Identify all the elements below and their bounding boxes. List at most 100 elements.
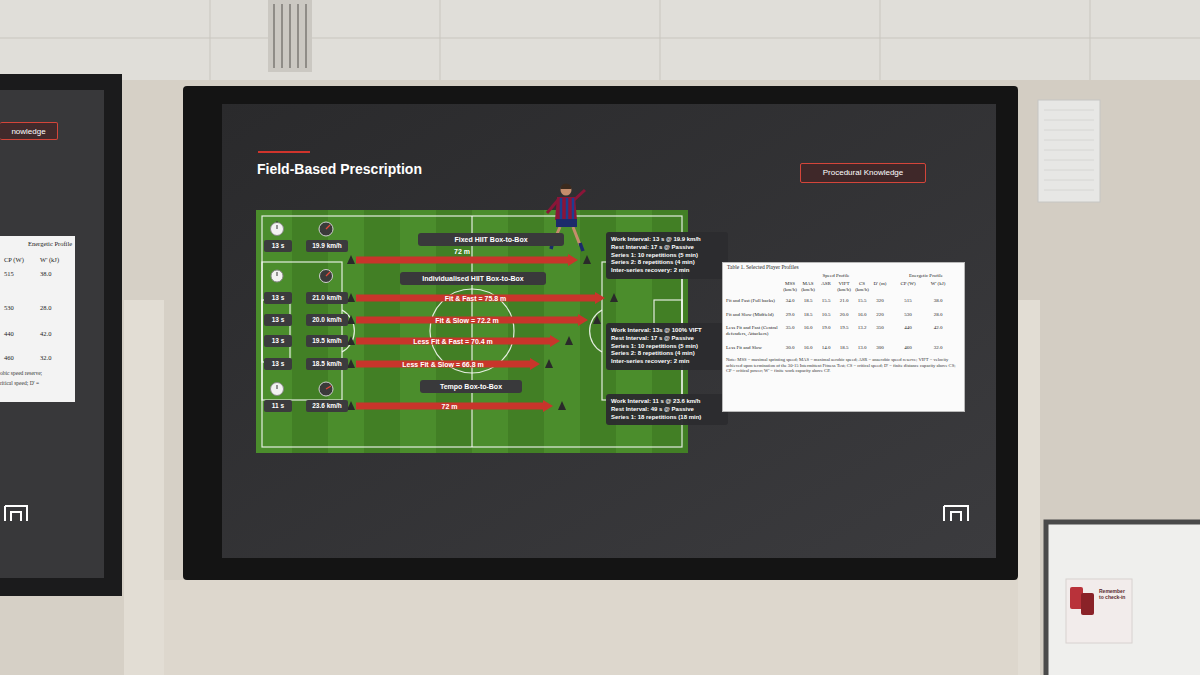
cone (347, 293, 355, 302)
gauge-icon (320, 270, 333, 283)
table-cell: CP (W) (898, 281, 918, 287)
speed-box: 21.0 km/h (306, 292, 348, 304)
table-cell: 10.5 (816, 312, 836, 318)
cone (347, 255, 355, 264)
penalty-box (262, 262, 342, 400)
node-text: 19.5 km/h (306, 335, 348, 347)
node-text: Individualised HIIT Box-to-Box (400, 272, 546, 285)
time-box: 13 s (264, 240, 292, 252)
cone (558, 401, 566, 410)
table-cell: 515 (4, 270, 34, 278)
table-cell: 19.0 (816, 325, 836, 331)
node-text: Series 1: 10 repetitions (5 min) (611, 252, 723, 260)
left-screen-bezel (0, 74, 122, 596)
cone (347, 315, 355, 324)
table-cell: 15.5 (816, 298, 836, 304)
row-label: Fit and Slow (Midfield) (726, 312, 778, 318)
node-text: 20.0 km/h (306, 314, 348, 326)
logo-icon (5, 506, 27, 521)
protocol-heading: Tempo Box-to-Box (420, 380, 522, 393)
node-text: 21.0 km/h (306, 292, 348, 304)
prescription-box: Work Interval: 13s @ 100% VIFTRest Inter… (606, 323, 728, 370)
node-text: Tempo Box-to-Box (420, 380, 522, 393)
table-cell: CP (W) (4, 256, 34, 264)
table-cell: MAS (km/h) (798, 281, 818, 293)
time-box: 13 s (264, 292, 292, 304)
cone (583, 255, 591, 264)
left-table-panel (0, 236, 75, 402)
run-arrow (356, 400, 553, 412)
time-box: 13 s (264, 335, 292, 347)
node-text: Procedural Knowledge (801, 164, 925, 182)
node-text: 13 s (264, 314, 292, 326)
prescription-box: Work Interval: 11 s @ 23.6 km/hRest Inte… (606, 394, 728, 425)
row-label: Less Fit and Fast (Central defenders, At… (726, 325, 778, 337)
table-cell: 38.0 (40, 270, 72, 278)
stopwatch-icon (271, 270, 283, 282)
node-text: Rest Interval: 17 s @ Passive (611, 244, 723, 252)
distance-label: Less Fit & Slow = 66.8 m (356, 360, 530, 369)
gauge-needle (326, 386, 331, 389)
table-cell: 13.0 (852, 345, 872, 351)
table-cell: 440 (4, 330, 34, 338)
distance-label: Fit & Slow = 72.2 m (356, 316, 578, 325)
distance-label: 72 m (356, 247, 568, 256)
cones (347, 255, 618, 410)
protocol-heading: Fixed HIIT Box-to-Box (418, 233, 564, 246)
node-text: Work Interval: 11 s @ 23.6 km/h (611, 398, 723, 406)
table-cell: 18.5 (834, 345, 854, 351)
pillar (124, 300, 164, 675)
stopwatch-hand (277, 272, 278, 276)
table-cell: 320 (870, 298, 890, 304)
time-box: 11 s (264, 400, 292, 412)
cone (347, 359, 355, 368)
table-cell: 21.0 (834, 298, 854, 304)
table-cell: 30.0 (780, 345, 800, 351)
slide-title: Field-Based Prescription (257, 160, 422, 178)
speed-box: 23.6 km/h (306, 400, 348, 412)
node-text: Inter-series recovery: 2 min (611, 358, 723, 366)
ceiling-grid (0, 0, 1200, 80)
node-text: nowledge (0, 123, 57, 141)
table-cell: Energetic Profile (28, 240, 74, 248)
node-text: Table 1. Selected Player Profiles (727, 264, 960, 271)
cone (545, 359, 553, 368)
table-cell: 460 (898, 345, 918, 351)
table-note: ritical speed; D' = (0, 380, 74, 387)
table-note: obic speed reserve; (0, 370, 74, 377)
table-cell: 14.0 (816, 345, 836, 351)
stopwatch-hand (277, 221, 278, 229)
cone (565, 336, 573, 345)
shirt-stripes (561, 198, 573, 220)
table-cell: 18.5 (798, 298, 818, 304)
table-cell: ASR (816, 281, 836, 287)
node-text: Series 2: 8 repetitions (4 min) (611, 259, 723, 267)
run-arrow (356, 314, 588, 326)
speed-box: 19.9 km/h (306, 240, 348, 252)
node-text: 23.6 km/h (306, 400, 348, 412)
check-in-poster: Remember to check-in (1067, 580, 1131, 642)
node-text: 13 s (264, 240, 292, 252)
table-cell: 34.0 (780, 298, 800, 304)
node-text: 18.5 km/h (306, 358, 348, 370)
pillar (1018, 300, 1040, 675)
table-heading: Energetic Profile (895, 273, 957, 279)
whiteboard (1046, 522, 1200, 675)
section-badge: Procedural Knowledge (800, 163, 926, 183)
gauge-icon (319, 222, 333, 236)
ceiling (0, 0, 1200, 80)
gauge-icon (319, 382, 333, 396)
logo-icon (944, 506, 968, 521)
player-shorts (556, 219, 577, 227)
table-cell: 38.0 (928, 298, 948, 304)
node-text: Series 1: 18 repetitions (18 min) (611, 414, 723, 422)
table-cell: 13.2 (852, 325, 872, 331)
prescription-box: Work Interval: 13 s @ 19.9 km/hRest Inte… (606, 232, 728, 279)
table-cell: 16.0 (852, 312, 872, 318)
gauge-needle (326, 272, 330, 276)
table-cell: 29.0 (780, 312, 800, 318)
stopwatch-icon (271, 383, 284, 396)
stopwatch-hand (277, 385, 278, 389)
node-text: 13 s (264, 292, 292, 304)
